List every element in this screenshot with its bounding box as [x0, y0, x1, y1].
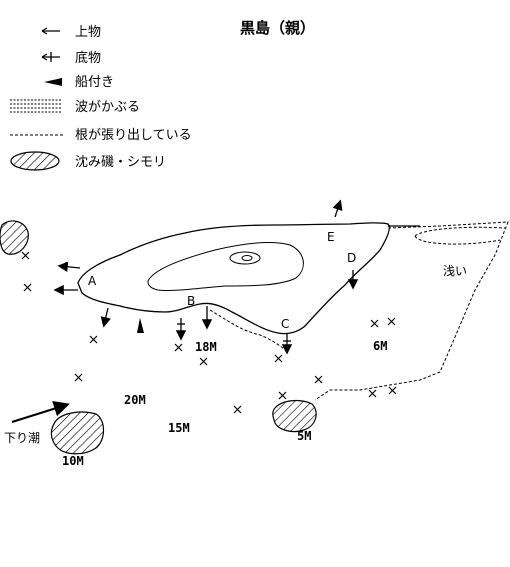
- depth-label: 6M: [373, 339, 387, 353]
- x-mark-icon: [388, 386, 397, 395]
- reef-outline: [414, 235, 501, 245]
- x-mark-icon: [368, 389, 377, 398]
- reef-outline: [414, 226, 506, 237]
- depth-label: 20M: [124, 393, 146, 407]
- legend: 上物 底物 船付き 波がかぶる 根が張り出している 沈み磯・シモリ: [10, 25, 192, 171]
- summit-contour: [229, 251, 261, 265]
- legend-label: 上物: [75, 25, 101, 40]
- depth-label: 15M: [168, 421, 190, 435]
- hatched-ellipse-icon: [10, 151, 60, 171]
- shallow-label: 浅い: [443, 264, 467, 278]
- summit-contour: [241, 255, 253, 261]
- x-mark-icon: [370, 319, 379, 328]
- current-label: 下り潮: [4, 430, 40, 445]
- x-markers: [21, 251, 397, 414]
- x-mark-icon: [278, 391, 287, 400]
- reef-outline: [314, 221, 509, 401]
- arrow-left-icon: [41, 27, 60, 35]
- legend-label: 沈み磯・シモリ: [75, 155, 166, 170]
- arrow-down-icon: [100, 307, 111, 328]
- legend-label: 波がかぶる: [75, 100, 140, 115]
- fishing-arrows: [53, 199, 359, 355]
- submerged-rock: [50, 411, 105, 455]
- x-mark-icon: [89, 335, 98, 344]
- x-mark-icon: [174, 343, 183, 352]
- depth-label: 18M: [195, 340, 217, 354]
- point-label: D: [347, 251, 356, 265]
- current-arrow-icon: [11, 400, 70, 423]
- x-mark-icon: [233, 405, 242, 414]
- reef-outline: [209, 309, 286, 351]
- point-label: E: [327, 230, 335, 244]
- triangle-icon: [44, 78, 62, 86]
- map-title: 黒島（親）: [240, 19, 315, 37]
- boat-landing-icon: [137, 318, 144, 333]
- arrow-left-icon: [57, 261, 81, 272]
- x-mark-icon: [314, 375, 323, 384]
- x-mark-icon: [387, 317, 396, 326]
- depth-label: 10M: [62, 454, 84, 468]
- wave-pattern-icon: [10, 99, 62, 113]
- x-mark-icon: [23, 283, 32, 292]
- legend-label: 根が張り出している: [75, 128, 192, 143]
- x-mark-icon: [21, 251, 30, 260]
- arrow-up-icon: [332, 199, 343, 218]
- x-mark-icon: [274, 354, 283, 363]
- legend-label: 底物: [75, 50, 101, 66]
- arrow-left-crossed-icon: [41, 52, 60, 62]
- submerged-rock: [0, 220, 29, 255]
- contour-line: [147, 242, 304, 292]
- point-label: B: [187, 294, 195, 308]
- point-label: C: [281, 317, 289, 331]
- x-mark-icon: [199, 357, 208, 366]
- submerged-rock: [272, 399, 317, 433]
- island-outline: [77, 222, 390, 335]
- legend-label: 船付き: [75, 75, 114, 90]
- point-label: A: [88, 274, 97, 288]
- depth-label: 5M: [297, 429, 311, 443]
- x-mark-icon: [74, 373, 83, 382]
